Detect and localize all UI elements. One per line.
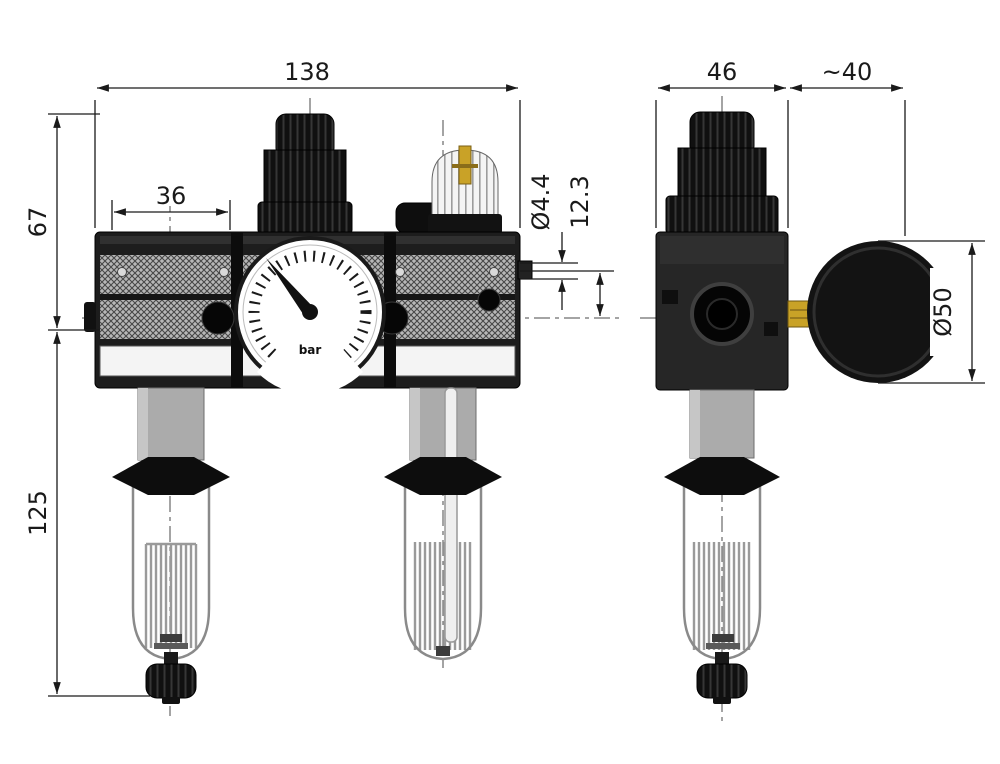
adjuster-boss — [477, 288, 501, 312]
body-side — [655, 231, 789, 391]
dim-port-diameter: Ø4.4 — [520, 173, 578, 310]
dim-gauge-depth: ~40 — [790, 58, 906, 236]
cap-base-ring — [428, 214, 502, 234]
gauge-needle — [266, 258, 314, 317]
drain-knob — [696, 663, 748, 699]
brass-pin — [452, 164, 478, 168]
dim-module-width: 36 — [111, 180, 231, 230]
side-bowl — [664, 389, 780, 704]
bowl-stem — [409, 387, 477, 461]
screw — [395, 267, 405, 277]
dimensions: 138 46 ~40 67 125 — [24, 58, 985, 697]
suction-tube — [444, 387, 458, 643]
gauge-housing — [807, 241, 949, 383]
dim-label-port-diameter: Ø4.4 — [527, 173, 555, 230]
dim-label-bowl-height: 125 — [24, 490, 52, 536]
bowl-flange — [112, 457, 230, 495]
left-tab — [84, 302, 96, 332]
dim-gauge-diameter: Ø50 — [878, 240, 985, 384]
side-port-stub — [517, 260, 533, 280]
dim-bowl-height: 125 — [24, 332, 150, 697]
drain-knob — [145, 663, 197, 699]
lubricator-bowl — [384, 387, 502, 661]
side-view — [655, 111, 949, 704]
dim-label-body-width-side: 46 — [707, 58, 738, 86]
port-boss — [201, 301, 235, 335]
screw — [489, 267, 499, 277]
dim-label-gauge-depth: ~40 — [822, 58, 873, 86]
gauge-ticks — [248, 250, 372, 374]
lubricator-fill-cap — [395, 145, 502, 234]
screw — [219, 267, 229, 277]
dim-label-gauge-diameter: Ø50 — [929, 287, 957, 336]
regulator-knob-side — [665, 111, 779, 235]
bowl-outline — [403, 470, 483, 661]
filter-element — [144, 542, 198, 648]
dim-label-module-width: 36 — [156, 182, 187, 210]
gauge-unit-label: bar — [299, 343, 322, 357]
bowl-ribs — [692, 542, 751, 650]
dim-port-offset: 12.3 — [520, 175, 614, 316]
filter-bowl — [112, 387, 230, 704]
dim-label-total-width: 138 — [284, 58, 330, 86]
gauge-hub — [302, 304, 318, 320]
dim-label-port-offset: 12.3 — [566, 175, 594, 228]
dim-body-width-side: 46 — [655, 58, 789, 228]
bowl-flange — [384, 457, 502, 495]
bowl-stem — [137, 387, 205, 461]
dim-top-height: 67 — [24, 113, 100, 331]
regulator-knob-front — [257, 113, 353, 235]
dim-total-width: 138 — [94, 58, 521, 228]
dim-label-top-height: 67 — [24, 207, 52, 238]
front-view: bar — [84, 113, 533, 704]
screw — [117, 267, 127, 277]
pressure-gauge-side — [787, 241, 949, 383]
pressure-gauge-front: bar — [234, 236, 386, 395]
bowl-flange — [664, 457, 780, 495]
